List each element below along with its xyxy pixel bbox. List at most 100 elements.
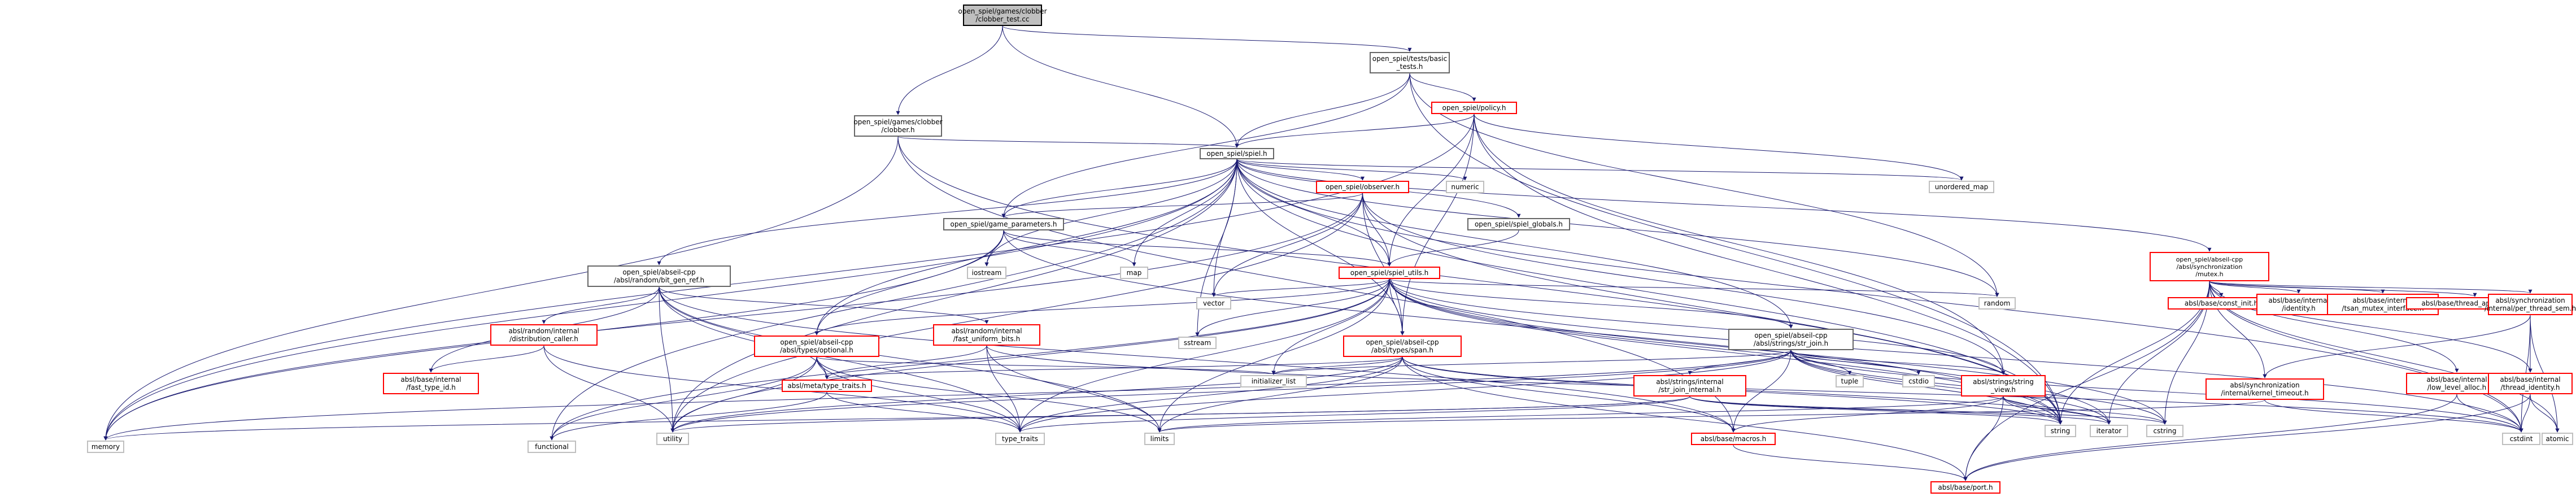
node-span-h[interactable]: open_spiel/abseil-cpp /absl/types/span.h [1343,336,1462,357]
node-port-h[interactable]: absl/base/port.h [1930,481,2000,494]
edge-clobber-test-to-spiel [1002,25,1239,148]
edge-low-level-alloc-to-cstdint [2456,394,2523,433]
edge-kernel-timeout-to-cstdint [2264,399,2523,433]
node-spiel-utils-h[interactable]: open_spiel/spiel_utils.h [1339,267,1440,279]
edge-spiel-utils-to-vector [1211,278,1390,297]
node-const-init-h[interactable]: absl/base/const_init.h [2168,297,2275,310]
edge-policy-to-spiel-utils [1387,114,1475,267]
edge-bit-gen-ref-to-macros [659,286,1736,433]
node-mutex-h[interactable]: open_spiel/abseil-cpp /absl/synchronizat… [2150,252,2269,281]
edge-span-to-initializer-list [1271,356,1403,375]
edge-mutex-to-identity [2209,281,2301,294]
edge-mutex-to-port [1963,281,2210,481]
node-clobber-h[interactable]: open_spiel/games/clobber /clobber.h [853,115,943,137]
edge-game-parameters-to-optional [814,230,1004,336]
node-iterator: iterator [2090,425,2128,437]
edge-clobber-h-to-string [897,136,2063,425]
edge-spiel-to-observer [1236,159,1365,181]
node-observer-h[interactable]: open_spiel/observer.h [1316,181,1409,193]
edge-bit-gen-ref-to-type-traits-std [659,286,1022,433]
edge-str-join-internal-to-string [1689,396,2063,425]
node-cstdio: cstdio [1902,375,1935,387]
node-spiel-globals-h[interactable]: open_spiel/spiel_globals.h [1467,218,1570,230]
edge-mutex-to-thread-annotations [2209,281,2477,297]
node-thread-identity-h[interactable]: absl/base/internal /thread_identity.h [2488,373,2573,394]
edge-spiel-utils-to-type-traits-std [1018,278,1390,433]
edge-string-view-to-limits [1157,396,2004,433]
node-per-thread-sem-h[interactable]: absl/synchronization /internal/per_threa… [2485,294,2576,315]
edge-str-join-to-initializer-list [1271,350,1792,375]
edge-tests-basic-to-random [1409,73,1999,297]
edge-tests-basic-to-policy [1409,73,1476,102]
node-map: map [1120,267,1148,279]
edge-string-view-to-string [2003,396,2063,425]
include-edges [103,25,2560,481]
edge-tests-basic-to-spiel [1235,73,1410,148]
edge-mutex-to-cstdint [2209,281,2523,433]
edge-spiel-utils-to-string-view [1389,278,2006,375]
node-meta-type-traits-h[interactable]: absl/meta/type_traits.h [782,380,872,392]
edge-str-join-to-cstdio [1790,350,1921,375]
node-numeric: numeric [1446,181,1484,193]
edge-span-to-iterator [1402,356,2111,425]
edge-observer-to-vector [1211,193,1363,297]
node-tuple: tuple [1836,375,1864,387]
edge-bit-gen-ref-to-distribution-caller [542,286,660,324]
edge-bit-gen-ref-to-fast-uniform-bits [659,286,989,324]
node-kernel-timeout-h[interactable]: absl/synchronization /internal/kernel_ti… [2205,378,2324,400]
node-str-join-h[interactable]: open_spiel/abseil-cpp /absl/strings/str_… [1728,329,1854,350]
edge-spiel-to-functional [550,159,1237,441]
edge-distribution-caller-to-fast-type-id [429,345,544,373]
edge-str-join-to-str-join-internal [1688,350,1792,375]
node-str-join-internal-h[interactable]: absl/strings/internal /str_join_internal… [1633,375,1746,397]
edge-spiel-utils-to-random [1389,278,1999,297]
edge-spiel-utils-to-sstream [1195,278,1390,337]
edge-observer-to-spiel-utils [1362,193,1392,267]
edge-distribution-caller-to-utility [543,345,675,433]
node-optional-h[interactable]: open_spiel/abseil-cpp /absl/types/option… [754,336,879,357]
node-macros-h[interactable]: absl/base/macros.h [1691,433,1776,445]
edge-thread-identity-to-atomic [2530,394,2560,433]
edge-thread-identity-to-cstdint [2519,394,2531,433]
node-functional: functional [528,441,576,453]
node-fast-uniform-bits-h[interactable]: absl/random/internal /fast_uniform_bits.… [933,324,1040,346]
edge-observer-to-utility [670,193,1363,433]
node-policy-h[interactable]: open_spiel/policy.h [1431,102,1517,114]
node-cstdint: cstdint [2502,433,2540,445]
edge-fast-uniform-bits-to-cstdint [986,345,2523,433]
edge-spiel-utils-to-initializer-list [1271,278,1390,375]
node-random: random [1978,297,2016,310]
edge-spiel-to-vector [1211,159,1237,297]
edge-spiel-to-sstream [1195,159,1237,337]
edge-optional-to-type-traits [816,356,829,380]
node-basic-tests-h[interactable]: open_spiel/tests/basic _tests.h [1370,52,1450,73]
edge-spiel-to-string [1236,159,2063,425]
edge-span-to-type-traits [825,356,1403,380]
node-distribution-caller-h[interactable]: absl/random/internal /distribution_calle… [490,324,598,346]
edge-spiel-utils-to-optional [814,278,1390,336]
edge-observer-to-span [1362,193,1405,336]
node-fast-type-id-h[interactable]: absl/base/internal /fast_type_id.h [383,373,479,394]
node-bit-gen-ref-h[interactable]: open_spiel/abseil-cpp /absl/random/bit_g… [587,265,731,287]
edge-str-join-internal-to-memory [103,396,1690,441]
edge-kernel-timeout-to-limits [1157,399,2265,433]
node-spiel-h[interactable]: open_spiel/spiel.h [1200,148,1274,159]
edge-clobber-h-to-macros [897,136,1736,433]
edge-mutex-to-per-thread-sem [2209,281,2533,294]
edge-str-join-to-cstdint [1790,350,2523,433]
edge-observer-to-memory [103,193,1363,441]
edge-optional-to-utility [670,356,817,433]
edge-policy-to-unordered-map [1474,114,1964,181]
node-utility: utility [656,433,689,445]
edge-policy-to-string-view [1474,114,2006,375]
edge-bit-gen-ref-to-utility [659,286,675,433]
node-cstring: cstring [2146,425,2183,437]
edge-bit-gen-ref-to-limits [659,286,1162,433]
edge-str-join-to-string-view [1790,350,2006,375]
node-string-view-h[interactable]: absl/strings/string _view.h [1961,375,2046,397]
node-game-parameters-h[interactable]: open_spiel/game_parameters.h [943,218,1064,230]
edge-spiel-to-bit-gen-ref [657,159,1237,265]
edge-policy-to-memory [103,114,1475,441]
edge-policy-to-spiel [1235,114,1475,148]
